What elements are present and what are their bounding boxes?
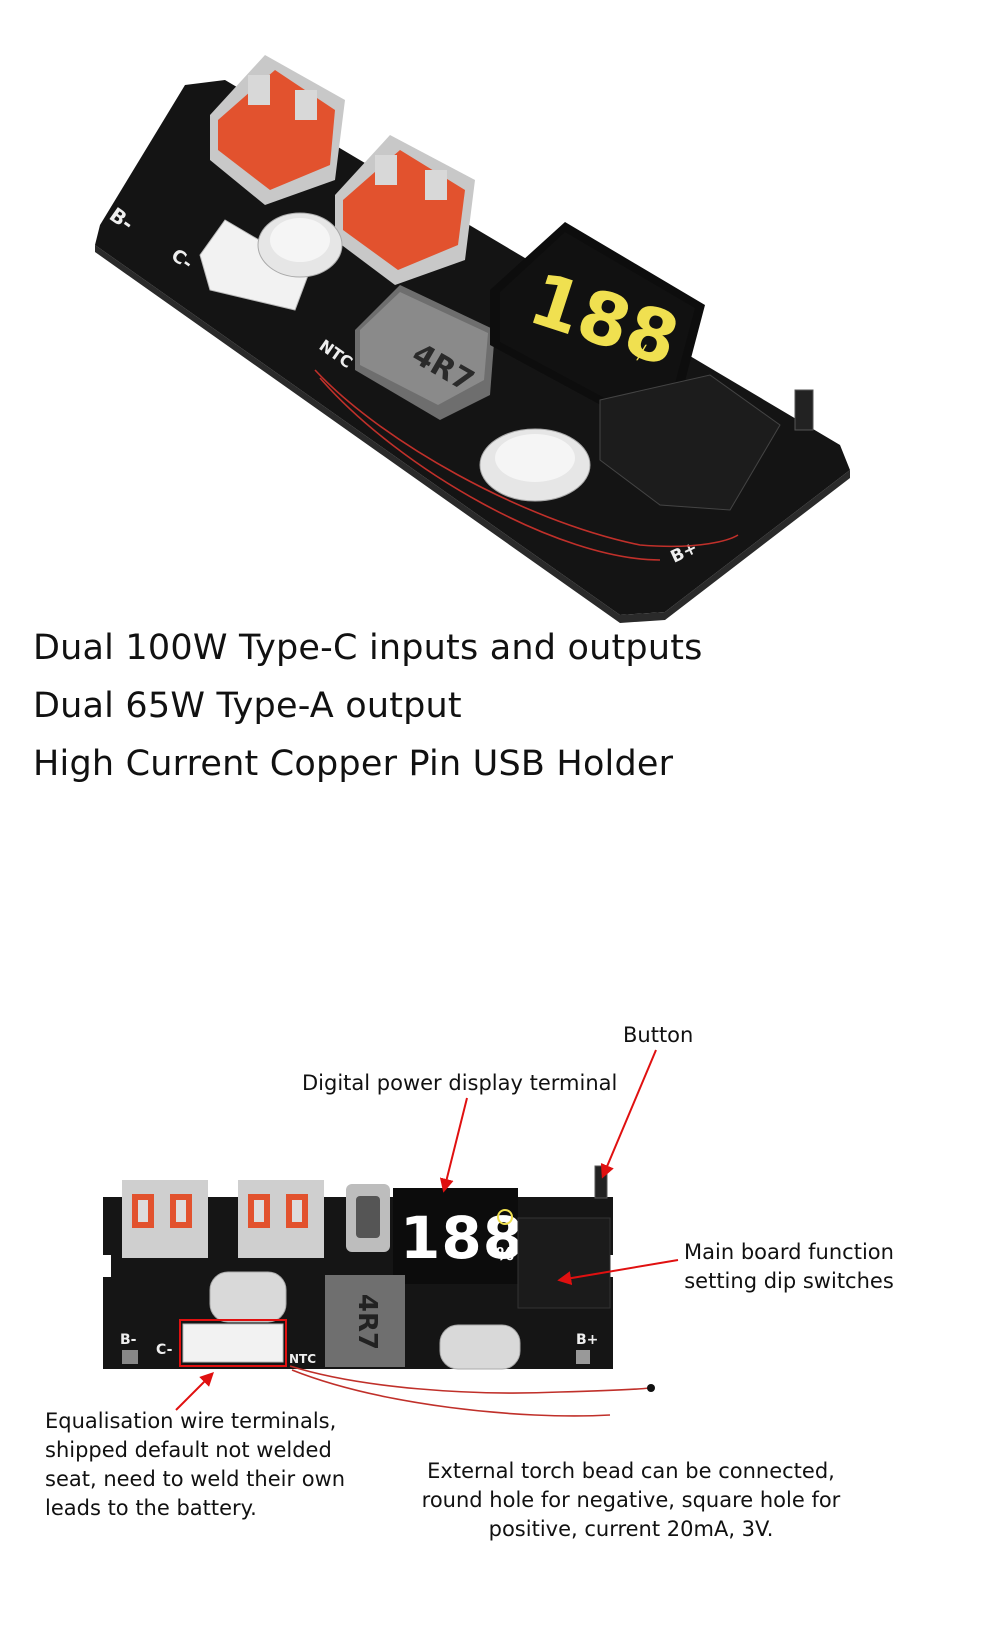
label-b-minus-flat: B- <box>120 1332 137 1348</box>
display-module-flat: 188 % <box>393 1188 524 1284</box>
headline-usb-holder: High Current Copper Pin USB Holder <box>33 744 674 784</box>
usb-c-port-flat <box>346 1184 390 1252</box>
callout-equalisation: Equalisation wire terminals, shipped def… <box>45 1407 365 1523</box>
capacitor-flat-1 <box>209 1271 287 1323</box>
callout-dip: Main board function setting dip switches <box>680 1238 898 1296</box>
balance-connector <box>199 219 311 311</box>
capacitor-2 <box>479 428 591 502</box>
dip-switch-board-angled <box>599 374 814 511</box>
callout-button: Button <box>623 1023 694 1047</box>
callout-dip-line-1: Main board function <box>684 1240 894 1264</box>
callout-equalisation-line-1: Equalisation wire terminals, <box>45 1409 337 1433</box>
callout-torch-line-1: External torch bead can be connected, <box>427 1459 835 1483</box>
usb-a-port-flat-2 <box>238 1180 324 1258</box>
display-percent: % <box>632 341 651 365</box>
arrow-dip <box>557 1259 679 1286</box>
label-b-plus-flat: B+ <box>576 1332 598 1348</box>
callout-dip-line-2: setting dip switches <box>684 1269 894 1293</box>
inductor-label-flat: 4R7 <box>352 1294 382 1350</box>
red-wire-flat <box>289 1365 651 1417</box>
inductor-flat: 4R7 <box>325 1275 405 1367</box>
inductor-angled: 4R7 <box>355 285 495 420</box>
arrow-display <box>439 1097 468 1193</box>
headline-type-c: Dual 100W Type-C inputs and outputs <box>33 628 703 668</box>
torch-bead-end <box>647 1384 655 1392</box>
callout-torch-line-3: positive, current 20mA, 3V. <box>488 1517 774 1541</box>
usb-a-port-flat-1 <box>122 1180 208 1258</box>
dip-switch-board-flat <box>517 1165 611 1309</box>
display-digits-flat: 188 <box>400 1204 524 1272</box>
callout-arrows <box>175 1049 679 1411</box>
headline-type-a: Dual 65W Type-A output <box>33 686 462 726</box>
label-c-minus-flat: C- <box>156 1342 173 1358</box>
callout-equalisation-line-4: leads to the battery. <box>45 1496 257 1520</box>
board-photo-angled: 4R7 188 % B- C- NTC B+ <box>95 55 850 623</box>
callout-equalisation-line-3: seat, need to weld their own <box>45 1467 346 1491</box>
arrow-button <box>600 1049 657 1179</box>
callout-torch: External torch bead can be connected, ro… <box>408 1457 854 1544</box>
usb-a-port-2 <box>335 135 475 285</box>
label-ntc-flat: NTC <box>289 1352 316 1366</box>
capacitor-1 <box>257 212 343 278</box>
board-photo-flat: 188 % 4R7 B- C- NTC B+ <box>103 1165 655 1417</box>
usb-a-port-1 <box>210 55 345 205</box>
callout-display: Digital power display terminal <box>302 1071 618 1095</box>
display-percent-flat: % <box>496 1244 514 1265</box>
callout-torch-line-2: round hole for negative, square hole for <box>421 1488 841 1512</box>
display-module-angled: 188 % <box>490 222 705 410</box>
callout-equalisation-line-2: shipped default not welded <box>45 1438 332 1462</box>
red-wire-angled <box>314 369 739 561</box>
capacitor-flat-2 <box>439 1324 521 1370</box>
arrow-equalisation <box>175 1372 214 1411</box>
balance-connector-flat <box>179 1319 287 1367</box>
